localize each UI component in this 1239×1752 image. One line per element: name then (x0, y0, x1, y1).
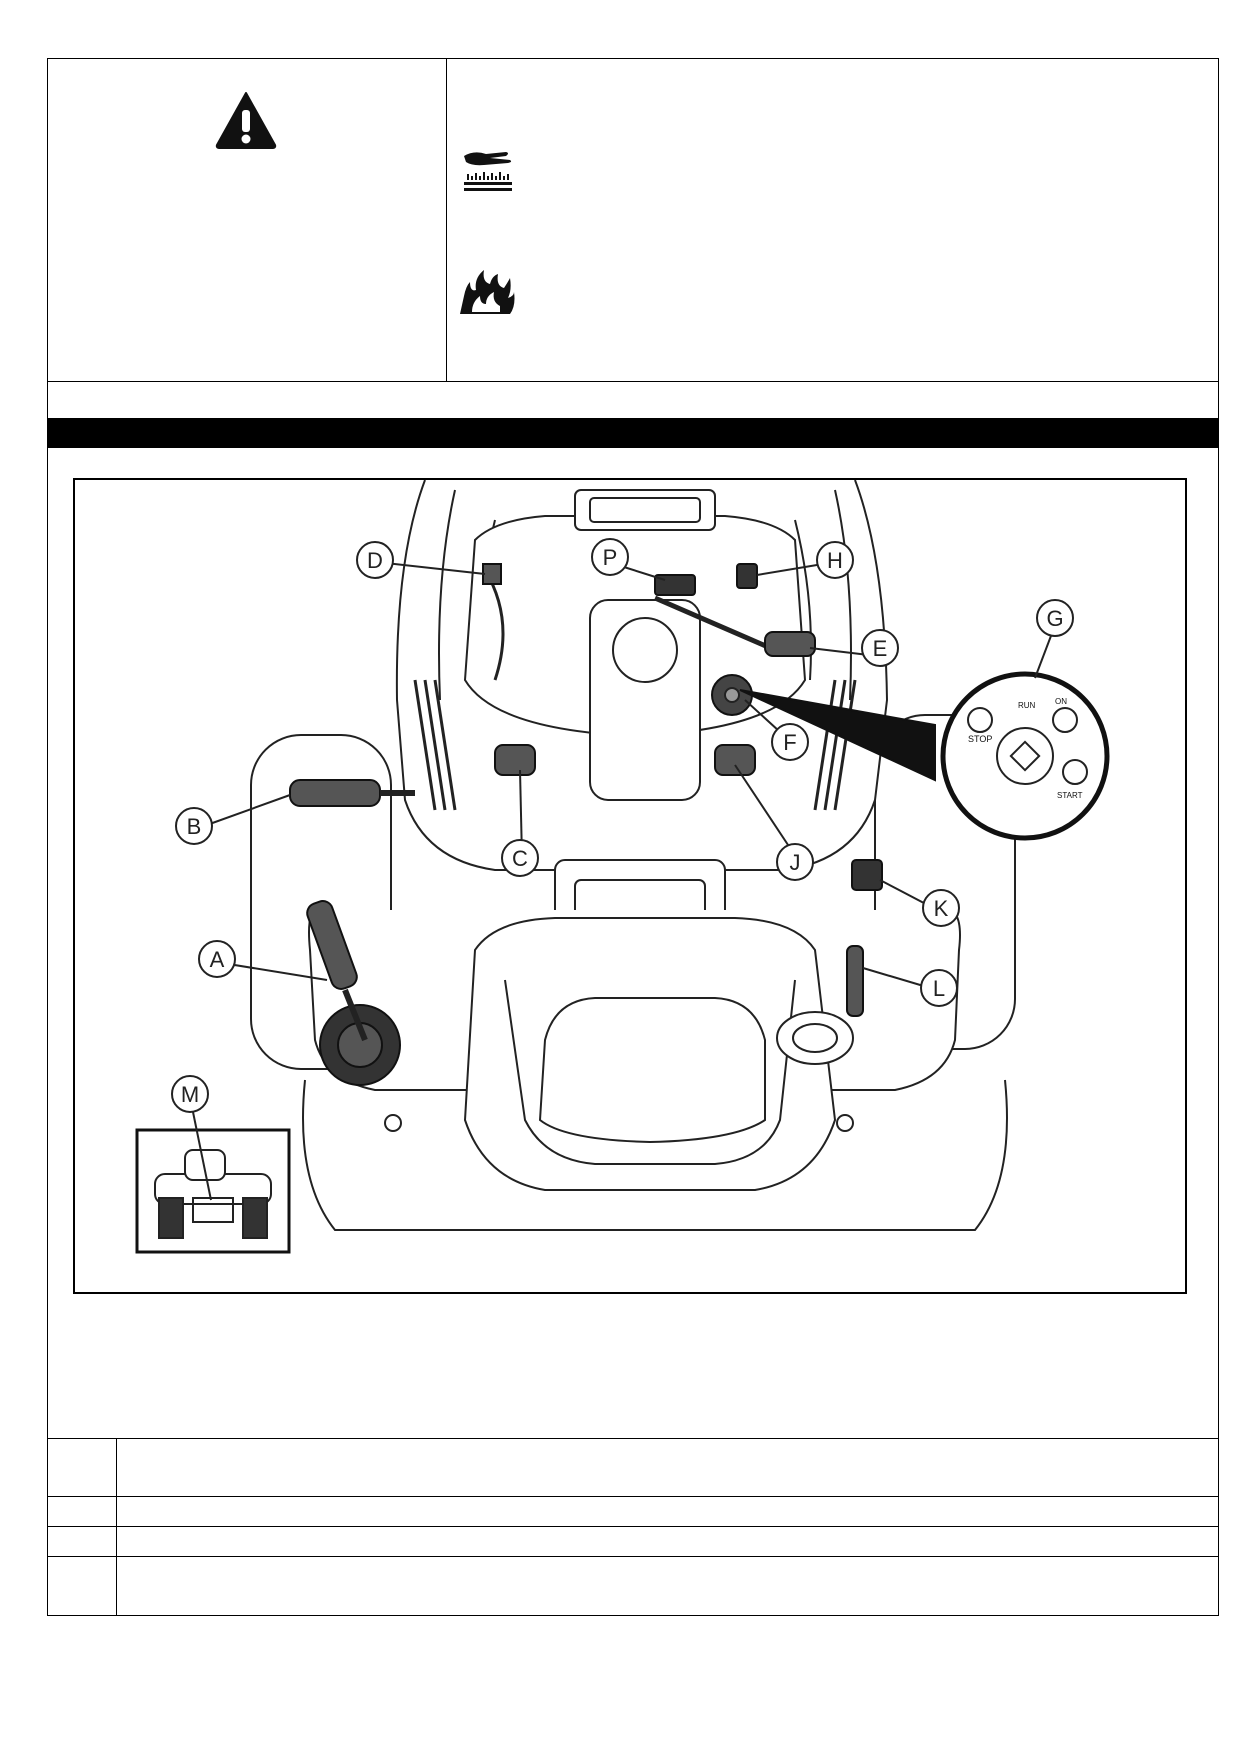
callout-m: M (181, 1082, 199, 1107)
spacer-row (47, 381, 1219, 419)
callout-h: H (827, 548, 843, 573)
callout-b: B (187, 814, 202, 839)
callout-layer: A B C D E F G H J K L M P (171, 538, 1074, 1113)
callout-f: F (783, 730, 796, 755)
ignition-label-stop: STOP (968, 734, 992, 744)
callout-d: D (367, 548, 383, 573)
legend-table-row-divider (47, 1526, 1219, 1527)
callout-g: G (1046, 606, 1063, 631)
section-heading-bar (47, 418, 1219, 448)
controls-figure: STOP RUN ON START (73, 478, 1187, 1294)
fire-flame-icon (456, 266, 516, 316)
legend-table-row-divider (47, 1496, 1219, 1497)
hot-surface-icon (460, 146, 518, 200)
callout-c: C (512, 846, 528, 871)
legend-table-col-divider (116, 1438, 117, 1616)
callout-p: P (603, 545, 618, 570)
callout-l: L (933, 976, 945, 1001)
ignition-label-on: ON (1055, 697, 1067, 706)
callout-e: E (873, 636, 888, 661)
callout-k: K (934, 896, 949, 921)
warning-triangle-icon (214, 90, 278, 150)
legend-table (47, 1438, 1219, 1616)
warning-box-divider (446, 58, 447, 382)
legend-table-row-divider (47, 1556, 1219, 1557)
ignition-label-run: RUN (1018, 701, 1036, 710)
callout-j: J (790, 850, 801, 875)
callout-a: A (210, 947, 225, 972)
ignition-label-start: START (1057, 791, 1083, 800)
